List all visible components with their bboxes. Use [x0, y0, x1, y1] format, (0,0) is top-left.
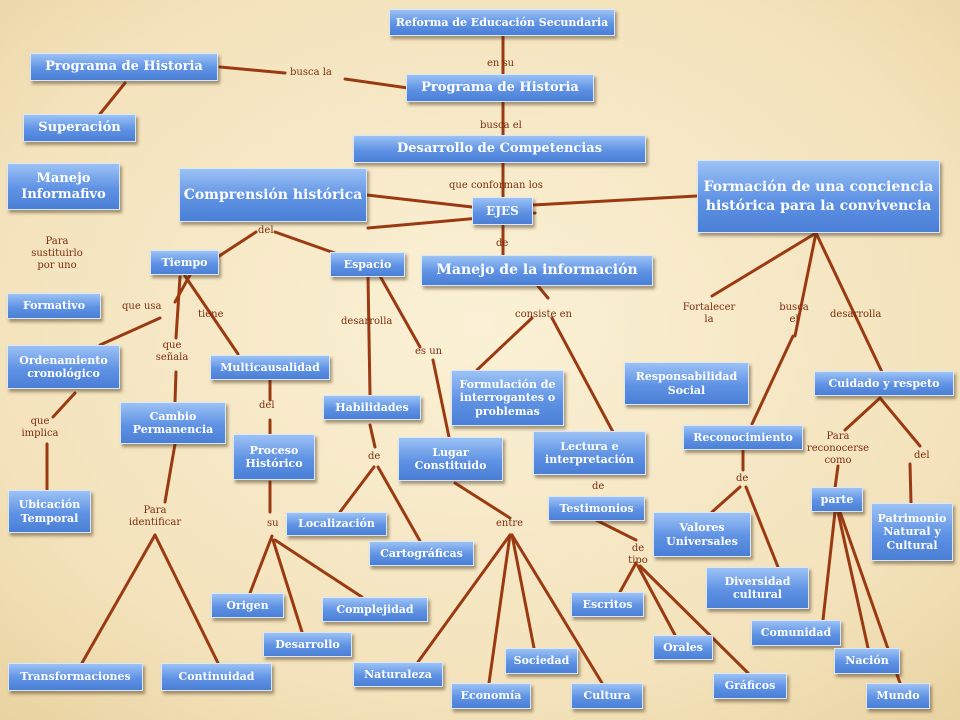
label-del-multicausalidad: del [259, 400, 275, 411]
node-tiempo: Tiempo [150, 250, 219, 275]
node-escritos: Escritos [571, 592, 644, 617]
label-que-conforman: que conforman los [449, 180, 543, 191]
node-responsabilidad-social: Responsabilidad Social [624, 362, 749, 405]
label-para-sustituirlo: Para sustituirlo por uno [31, 236, 83, 271]
node-complejidad: Complejidad [322, 597, 428, 622]
node-valores-universales: Valores Universales [653, 512, 751, 557]
node-localizacion: Localización [286, 512, 387, 536]
node-proceso-historico: Proceso Histórico [233, 434, 315, 480]
node-cambio-permanencia: Cambio Permanencia [120, 402, 226, 444]
label-entre: entre [496, 518, 524, 529]
node-sociedad: Sociedad [505, 648, 578, 674]
node-mundo: Mundo [866, 683, 930, 709]
node-orales: Orales [653, 635, 713, 660]
node-cultura: Cultura [571, 683, 643, 709]
label-en-su: en su [487, 58, 515, 69]
node-economia: Economía [451, 683, 531, 709]
label-del-cuidado: del [914, 450, 930, 461]
node-manejo-informativo: Manejo Informafivo [7, 163, 120, 210]
label-para-reconocerse: Para reconocerse como [806, 431, 870, 466]
label-de-lectura: de [592, 481, 605, 492]
label-busca-el-2: busca el [779, 302, 809, 325]
node-lugar-constituido: Lugar Constituido [398, 437, 503, 481]
label-busca-el: busca el [480, 120, 522, 131]
node-cartograficas: Cartográficas [369, 541, 474, 566]
node-graficos: Gráficos [713, 673, 787, 699]
node-programa-historia-izq: Programa de Historia [30, 53, 218, 81]
node-parte: parte [811, 487, 863, 512]
node-manejo-informacion: Manejo de la información [421, 255, 653, 286]
node-ubicacion-temporal: Ubicación Temporal [8, 490, 91, 533]
label-que-implica: que implica [21, 416, 59, 439]
node-desarrollo: Desarrollo [263, 632, 352, 657]
node-formacion-conciencia: Formación de una conciencia histórica pa… [697, 160, 940, 233]
label-consiste-en: consiste en [515, 309, 572, 320]
node-origen: Origen [211, 593, 284, 618]
node-ordenamiento-cronologico: Ordenamiento cronológico [7, 345, 120, 389]
node-cuidado-respeto: Cuidado y respeto [814, 371, 954, 396]
label-del-comprension: del [258, 225, 274, 236]
node-comunidad: Comunidad [751, 620, 841, 646]
node-desarrollo-competencias: Desarrollo de Competencias [353, 135, 646, 163]
node-espacio: Espacio [330, 252, 405, 277]
label-de-habilidades: de [368, 451, 381, 462]
node-superacion: Superación [23, 114, 136, 142]
node-nacion: Nación [834, 648, 900, 674]
label-de-reconocimiento: de [736, 473, 749, 484]
node-naturaleza: Naturaleza [353, 662, 443, 687]
node-ejes: EJES [472, 197, 533, 225]
label-de-tipo: de tipo [628, 543, 648, 566]
label-fortalecer-la: Fortalecer la [682, 302, 736, 325]
label-que-senala: que señala [155, 340, 189, 363]
label-para-identificar: Para identificar [128, 505, 182, 528]
node-continuidad: Continuidad [161, 663, 272, 691]
label-busca-la: busca la [290, 67, 332, 78]
node-multicausalidad: Multicausalidad [210, 355, 330, 380]
label-su: su [267, 518, 279, 529]
node-patrimonio: Patrimonio Natural y Cultural [871, 503, 953, 561]
label-desarrolla-formacion: desarrolla [830, 309, 882, 320]
label-de-ejes: de [496, 238, 509, 249]
node-transformaciones: Transformaciones [8, 663, 143, 691]
label-que-usa: que usa [122, 301, 162, 312]
label-es-un: es un [415, 346, 443, 357]
node-habilidades: Habilidades [323, 395, 421, 420]
node-diversidad-cultural: Diversidad cultural [706, 567, 809, 609]
node-programa-historia-centro: Programa de Historia [406, 74, 594, 102]
node-formativo: Formativo [7, 293, 101, 319]
node-lectura-interpretacion: Lectura e interpretación [533, 431, 646, 475]
node-comprension-historica: Comprensión histórica [179, 168, 367, 222]
label-desarrolla-espacio: desarrolla [341, 316, 393, 327]
node-testimonios: Testimonios [548, 496, 645, 521]
node-reconocimiento: Reconocimiento [683, 425, 803, 450]
node-formulacion-interrogantes: Formulación de interrogantes o problemas [451, 370, 564, 426]
node-reforma-educacion: Reforma de Educación Secundaria [389, 9, 615, 36]
label-tiene: tiene [198, 309, 224, 320]
